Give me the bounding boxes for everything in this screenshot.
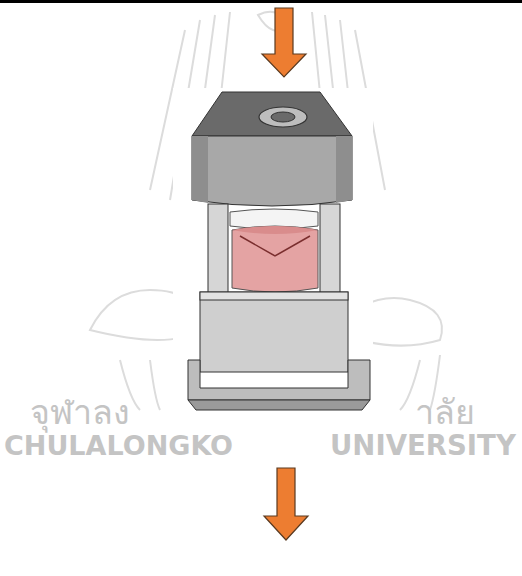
column: [320, 204, 340, 296]
watermark-text: าลัย: [415, 395, 475, 429]
head-shade: [336, 136, 352, 203]
watermark-text: จุฬาลง: [30, 395, 130, 429]
fracture-line: [240, 236, 310, 256]
column: [208, 204, 228, 296]
bolt-hole-inner: [271, 112, 295, 122]
base-top: [200, 292, 348, 300]
device-ground: [173, 88, 373, 430]
head-shade: [192, 136, 208, 203]
head-top-face: [192, 92, 352, 136]
top-rule: [0, 0, 522, 3]
bolt-hole: [259, 107, 307, 127]
watermark-text: CHULALONGKO: [4, 432, 233, 459]
load-arrow: [262, 8, 306, 77]
specimen: [232, 226, 318, 292]
watermark-text: UNIVERSITY: [330, 432, 516, 460]
watermark-emblem: [90, 12, 442, 410]
head-front: [192, 136, 352, 206]
specimen-top: [232, 226, 318, 234]
reaction-arrow: [264, 468, 308, 540]
base-block: [200, 292, 348, 372]
tray-edge: [188, 400, 370, 410]
base-tray: [188, 360, 370, 400]
